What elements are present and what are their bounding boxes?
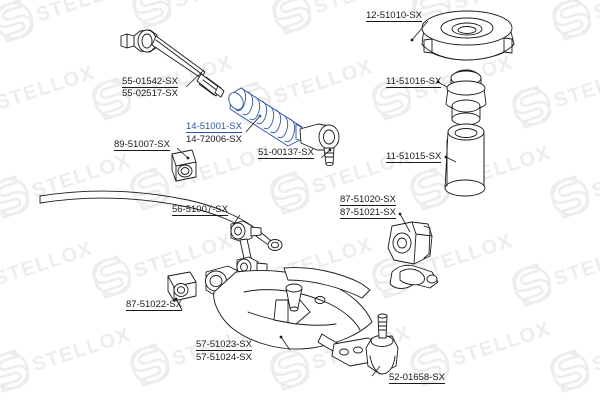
leader-dots-highlight [258, 114, 262, 118]
ball-joint-art [331, 313, 399, 375]
callout-14-72006-sx: 14-72006-SX [186, 134, 242, 145]
dust-cover-art [444, 123, 486, 197]
callout-87-51022-sx: 87-51022-SX [126, 299, 182, 311]
callout-87-51021-sx: 87-51021-SX [340, 207, 396, 219]
strut-mount-art [421, 10, 515, 61]
callout-89-51007-sx: 89-51007-SX [114, 139, 170, 151]
callout-52-01658-sx: 52-01658-SX [389, 372, 445, 384]
callout-87-51020-sx: 87-51020-SX [340, 194, 396, 206]
lower-control-arm-art [205, 265, 373, 359]
control-arm-rear-bushing-art [387, 221, 433, 265]
inner-tie-rod-art [120, 29, 225, 98]
callout-55-01542-sx: 55-01542-SX [122, 76, 178, 88]
callout-11-51016-sx: 11-51016-SX [386, 76, 442, 88]
leader-dots [174, 38, 448, 339]
control-arm-front-bushing-art [167, 271, 197, 302]
leader-lines [175, 20, 457, 377]
callout-51-00137-sx: 51-00137-SX [258, 147, 314, 159]
bracket-clamp-art [389, 264, 439, 289]
callout-57-51024-sx: 57-51024-SX [196, 352, 252, 363]
callout-56-51007-sx: 56-51007-SX [172, 204, 228, 216]
callout-14-51001-sx: 14-51001-SX [186, 121, 242, 133]
callout-12-51010-sx: 12-51010-SX [366, 10, 422, 22]
bump-stop-art [445, 69, 487, 126]
callout-11-51015-sx: 11-51015-SX [386, 151, 442, 163]
callout-57-51023-sx: 57-51023-SX [196, 339, 252, 351]
outer-tie-rod-end-art [299, 123, 340, 167]
stabilizer-bushing-art [171, 149, 197, 182]
callout-55-02517-sx: 55-02517-SX [122, 88, 178, 99]
